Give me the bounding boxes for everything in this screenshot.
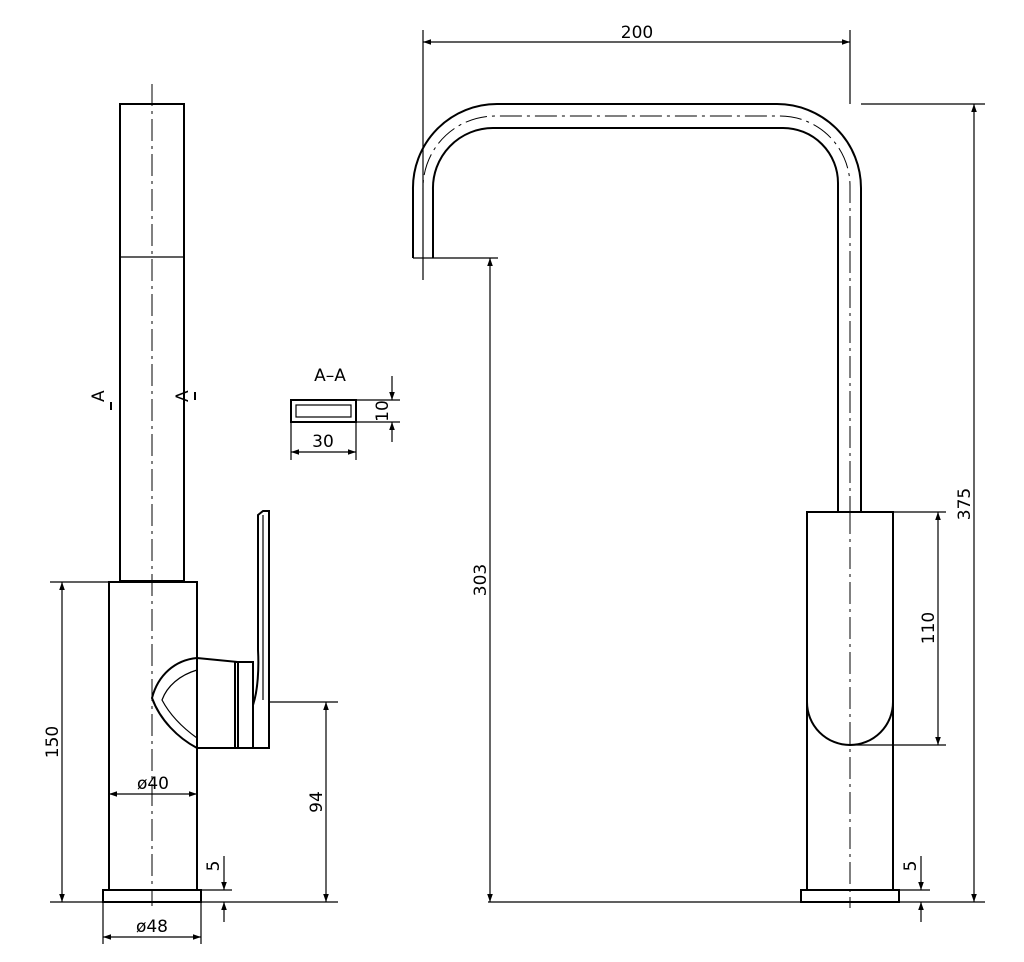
dim-30: 30 (312, 432, 334, 452)
side-base (102, 889, 202, 903)
dim-d40: ø40 (137, 774, 169, 794)
dim-d48: ø48 (136, 917, 168, 937)
dim-5-front: 5 (901, 861, 921, 872)
front-spout-inner (431, 127, 839, 512)
front-spout-outer (411, 103, 862, 512)
section-inner (295, 404, 352, 418)
side-lever-handle (252, 510, 270, 749)
section-title: A–A (314, 366, 346, 386)
dim-303: 303 (471, 564, 491, 596)
side-view: A A 150 ø40 ø48 94 5 (43, 84, 338, 944)
side-lever-boss-inner (161, 669, 198, 739)
dim-10: 10 (373, 400, 393, 422)
section-mark-left: A (89, 390, 109, 402)
section-outer (290, 399, 357, 423)
front-spout-centerline (422, 115, 851, 512)
dim-150: 150 (43, 726, 63, 758)
section-aa: A–A 30 10 (290, 366, 400, 460)
front-base (800, 889, 900, 903)
side-body (108, 581, 198, 891)
section-mark-right: A (173, 390, 193, 402)
dim-94: 94 (307, 791, 327, 813)
dim-375: 375 (955, 488, 975, 520)
dim-200: 200 (621, 23, 653, 43)
front-view: 200 375 303 110 5 (411, 23, 985, 922)
side-lever-boss (150, 656, 239, 749)
dim-110: 110 (919, 612, 939, 644)
dim-5-side: 5 (204, 861, 224, 872)
